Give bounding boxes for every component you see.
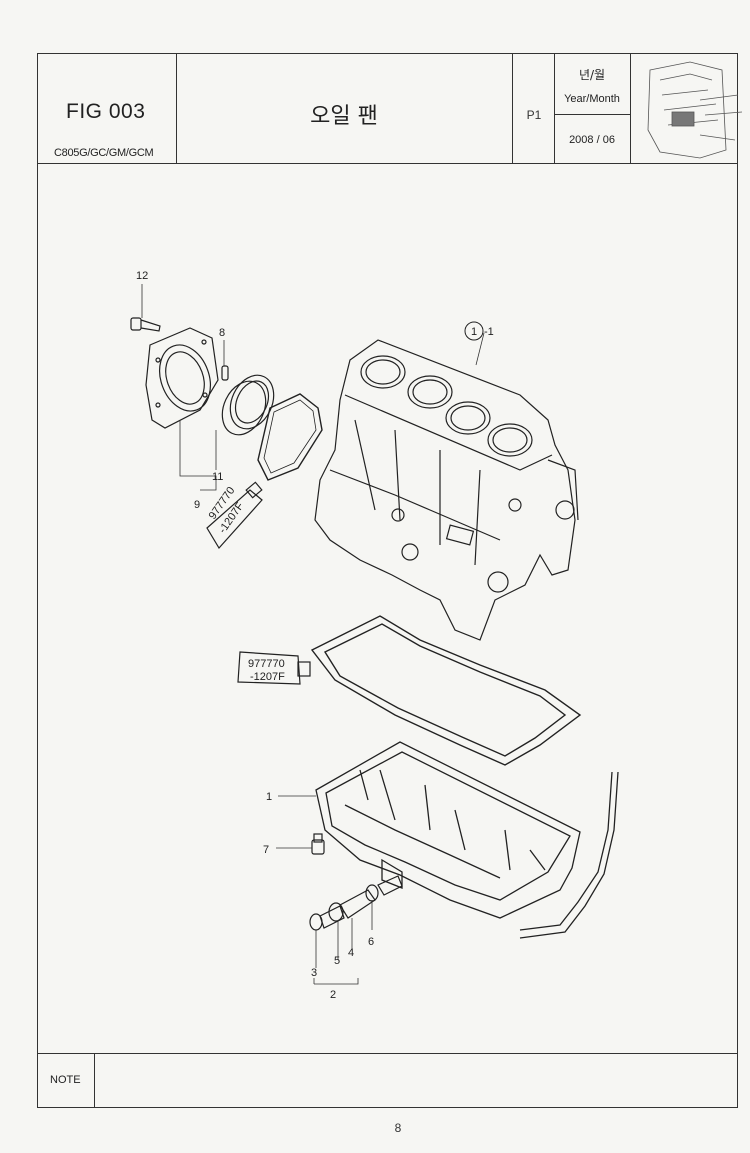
callout-6: 6 — [368, 936, 374, 948]
drain-bolt — [311, 833, 325, 855]
model-label: C805G/GC/GM/GCM — [54, 147, 154, 159]
note-divider — [38, 1053, 737, 1054]
callout-2: 2 — [330, 989, 336, 1001]
page-title: 오일 팬 — [310, 104, 378, 129]
dowel-pin — [221, 365, 229, 381]
bolt — [130, 317, 161, 332]
callout-5: 5 — [334, 955, 340, 967]
callout-1-1-suffix: -1 — [484, 326, 494, 338]
note-col-divider — [94, 1053, 95, 1107]
callout-8: 8 — [219, 327, 225, 339]
year-month-korean-label: 년/월 — [578, 68, 606, 82]
dipstick-tube — [519, 771, 613, 931]
drain-plug-assembly — [309, 875, 403, 931]
callout-4: 4 — [348, 947, 354, 959]
callout-11: 11 — [212, 471, 223, 483]
year-month-divider — [554, 114, 630, 115]
callout-3: 3 — [311, 967, 317, 979]
leader-lines — [141, 284, 485, 985]
callout-1-1-circle: 1 — [471, 326, 477, 338]
engine-thumbnail-icon — [647, 61, 743, 159]
header-col-divider — [512, 54, 513, 163]
sealant-tube — [237, 651, 311, 685]
year-month-label: Year/Month — [564, 93, 620, 105]
oil-pan-gasket — [310, 615, 582, 766]
oil-pan — [315, 741, 581, 919]
page-code: P1 — [526, 108, 542, 122]
sealant-code-bottom: -1207F — [250, 671, 285, 683]
header-col-divider — [176, 54, 177, 163]
seal-housing — [145, 327, 219, 429]
sealant-tube — [206, 481, 263, 550]
callout-7: 7 — [263, 844, 269, 856]
header-divider — [38, 163, 737, 164]
page-number: 8 — [394, 1121, 402, 1135]
figure-number: FIG 003 — [66, 100, 146, 123]
sealant-code-top: 977770 — [248, 658, 285, 670]
revision-date: 2008 / 06 — [569, 134, 615, 146]
housing-gasket — [257, 393, 323, 481]
header-col-divider — [554, 54, 555, 163]
parts-sheet-frame: FIG 003 C805G/GC/GM/GCM 오일 팬 P1 년/월 Year… — [37, 53, 738, 1108]
cylinder-block — [314, 339, 579, 641]
callout-1: 1 — [266, 791, 272, 803]
note-label: NOTE — [50, 1074, 81, 1086]
header-col-divider — [630, 54, 631, 163]
callout-circle — [464, 321, 484, 341]
callout-9: 9 — [194, 499, 200, 511]
callout-12: 12 — [136, 270, 148, 282]
oil-seal — [221, 374, 275, 436]
